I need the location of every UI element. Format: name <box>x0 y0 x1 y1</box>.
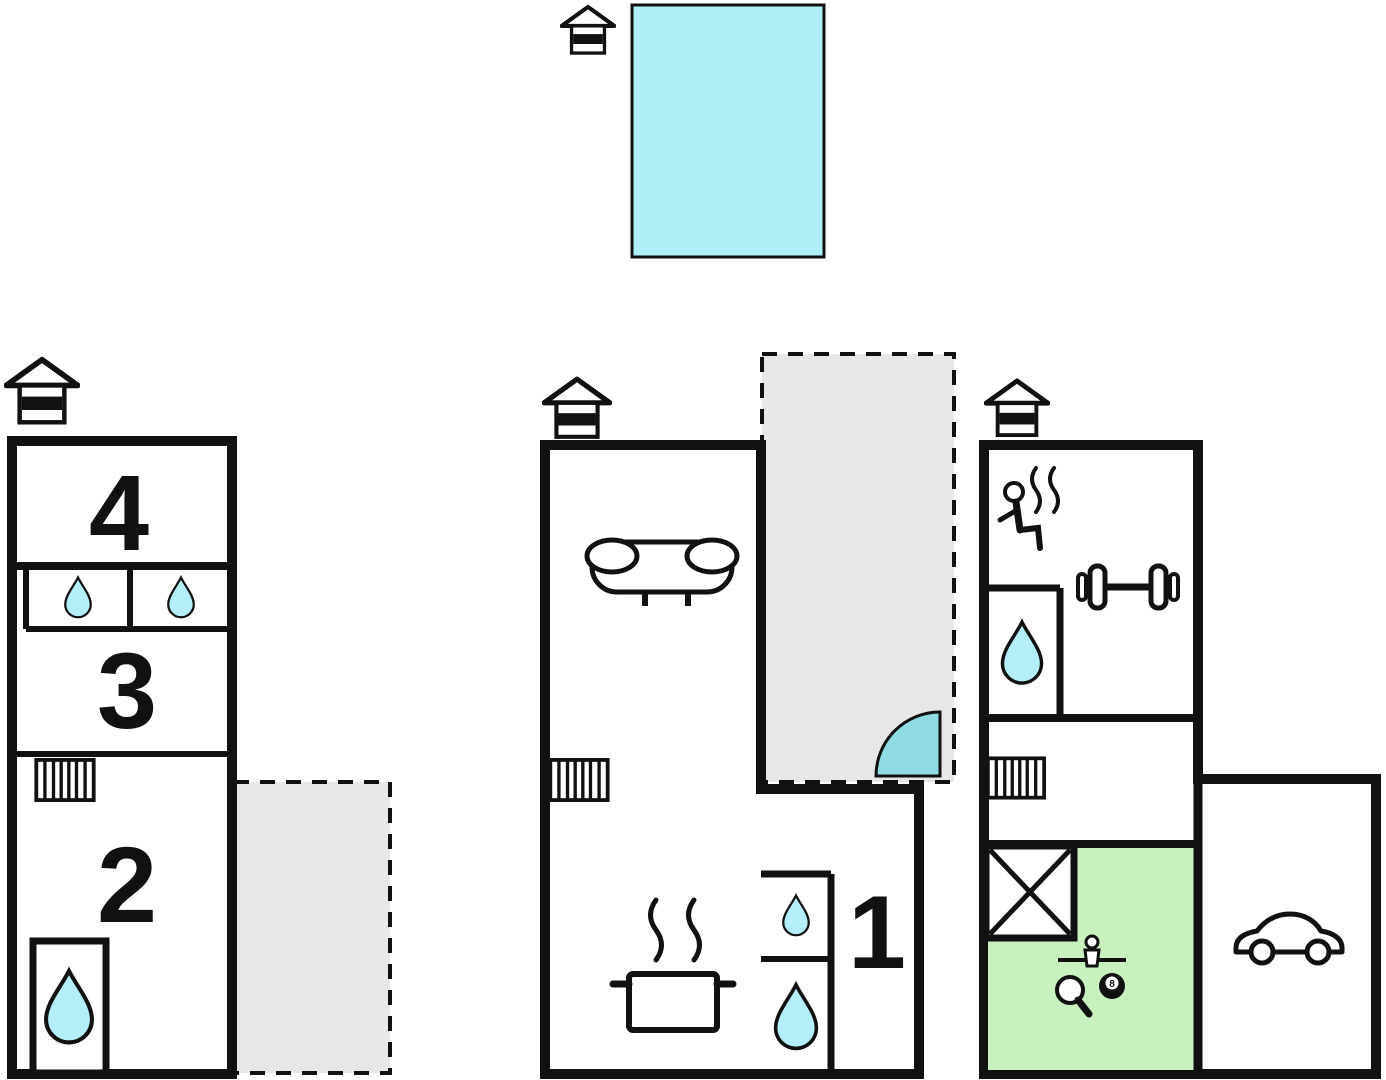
car-icon <box>1233 911 1345 966</box>
room-1-label: 1 <box>848 875 906 991</box>
room-2-label: 2 <box>97 824 157 945</box>
radiator-icon <box>34 758 96 802</box>
room-4-label: 4 <box>89 452 149 573</box>
dumbbell-icon <box>1076 563 1180 611</box>
building-right-interior-walls <box>984 584 1198 722</box>
stairs-cross-box <box>982 842 1078 942</box>
sofa-icon <box>584 537 740 606</box>
room-3-label: 3 <box>97 630 157 751</box>
sauna-icon <box>997 466 1060 551</box>
radiator-icon <box>986 756 1046 800</box>
billiard-ball-icon: 8 <box>1099 973 1125 999</box>
table-games-icon: 8 <box>1055 934 1126 1018</box>
radiator-icon <box>548 758 610 802</box>
house-icon <box>6 360 78 423</box>
house-icon <box>986 381 1048 435</box>
building-left-interior-walls <box>12 562 232 757</box>
table-tennis-paddle-icon <box>1055 975 1085 1005</box>
terrace-left <box>232 780 392 1075</box>
bathroom-middle-walls <box>761 870 835 1074</box>
building-middle-outline <box>540 440 924 1079</box>
house-icon <box>562 7 615 53</box>
bathroom-left <box>29 937 110 1077</box>
swimming-pool <box>630 3 826 259</box>
door-arc <box>874 710 942 778</box>
terrace-middle <box>760 352 956 784</box>
house-icon <box>544 379 610 437</box>
billiard-ball-number: 8 <box>1109 979 1115 990</box>
foosball-player-icon <box>1084 934 1100 950</box>
stove-pot-icon <box>609 897 737 1033</box>
